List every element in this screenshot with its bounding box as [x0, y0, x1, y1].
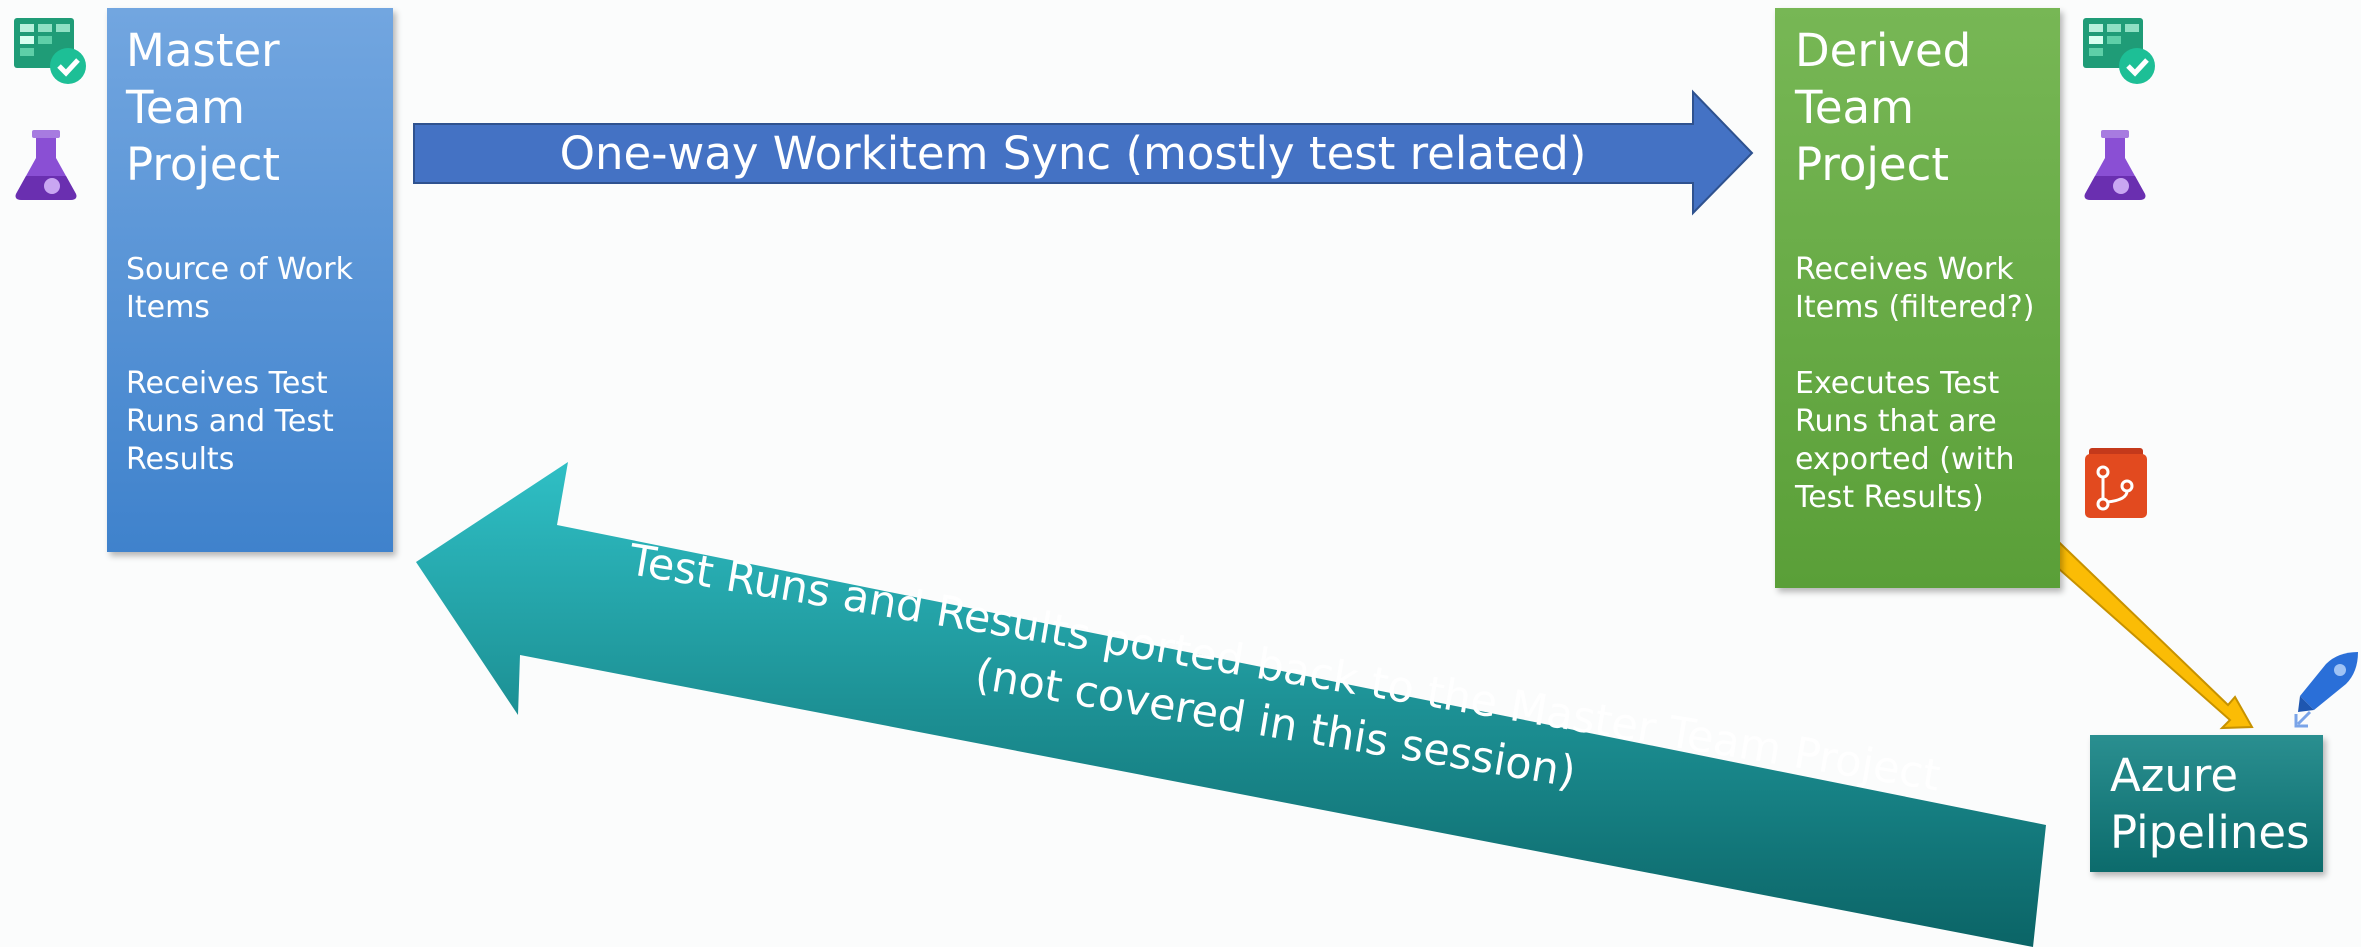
one-way-sync-arrow: [413, 89, 1754, 216]
pipeline-arrow: [2022, 520, 2254, 730]
derived-title-line: Derived: [1795, 24, 1972, 77]
test-plans-icon: [2084, 130, 2146, 200]
pipelines-icon: [2294, 652, 2358, 728]
boards-icon: [14, 18, 86, 84]
master-title-line: Team: [126, 81, 245, 134]
back-port-arrow: [416, 462, 2046, 947]
derived-title-line: Team: [1795, 81, 1914, 134]
master-title-line: Project: [126, 138, 280, 191]
derived-title-line: Project: [1795, 138, 1949, 191]
master-desc-receives: Receives Test Runs and Test Results: [126, 366, 334, 477]
master-title: Master Team Project: [126, 22, 393, 193]
azure-pipelines-box: Azure Pipelines: [2090, 735, 2323, 872]
sync-arrow-label: One-way Workitem Sync (mostly test relat…: [559, 127, 1587, 180]
azure-title-line: Azure: [2110, 749, 2239, 802]
azure-title: Azure Pipelines: [2110, 747, 2323, 861]
derived-desc-receives: Receives Work Items (filtered?): [1795, 252, 2035, 325]
derived-team-project-box: Derived Team Project Receives Work Items…: [1775, 8, 2060, 588]
derived-desc-executes: Executes Test Runs that are exported (wi…: [1795, 366, 2015, 515]
master-desc-source: Source of Work Items: [126, 252, 353, 325]
repos-icon: [2085, 448, 2147, 518]
azure-title-line: Pipelines: [2110, 806, 2310, 859]
boards-icon: [2083, 18, 2155, 84]
master-title-line: Master: [126, 24, 280, 77]
derived-title: Derived Team Project: [1795, 22, 2060, 193]
test-plans-icon: [15, 130, 77, 200]
master-team-project-box: Master Team Project Source of Work Items…: [107, 8, 393, 552]
